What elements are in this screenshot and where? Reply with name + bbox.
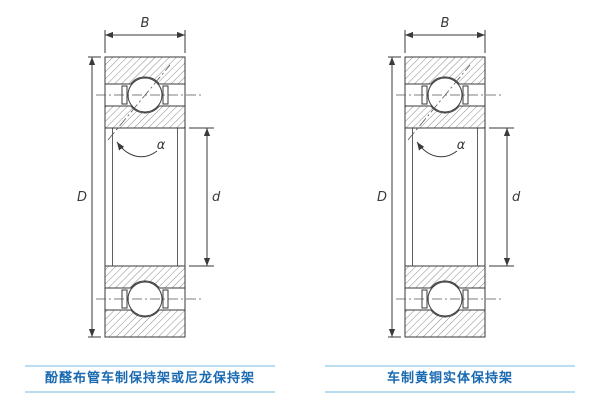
bearing-panel-left: B D d α 酚醛布管车制保持架或尼龙保持架 bbox=[25, 16, 275, 393]
contact-angle-arrow bbox=[416, 141, 458, 158]
inner-ring-top-section bbox=[104, 105, 186, 129]
label-bore-d: d bbox=[212, 190, 221, 205]
inner-ring-bottom-section bbox=[404, 265, 486, 289]
extension-lines-B bbox=[404, 30, 486, 53]
extension-lines-d bbox=[489, 127, 514, 267]
label-bore-d: d bbox=[512, 190, 521, 205]
caption-text: 酚醛布管车制保持架或尼龙保持架 bbox=[44, 371, 255, 386]
bearing-panel-right: B D d α 车制黄铜实体保持架 bbox=[300, 0, 600, 400]
centerlines bbox=[96, 64, 204, 300]
extension-lines-D bbox=[388, 56, 401, 338]
extension-lines-B bbox=[104, 30, 186, 53]
inner-ring-bottom-section bbox=[104, 265, 186, 289]
label-width-B: B bbox=[141, 16, 150, 31]
label-outer-diameter-D: D bbox=[77, 190, 87, 205]
label-contact-angle: α bbox=[457, 138, 466, 153]
outer-ring-bottom-section bbox=[404, 309, 486, 338]
bearing-body bbox=[404, 56, 486, 338]
extension-lines-D bbox=[88, 56, 101, 338]
outer-ring-top-section bbox=[404, 56, 486, 85]
dimension-lines bbox=[88, 30, 214, 338]
caption-block-right: 车制黄铜实体保持架 bbox=[325, 365, 575, 393]
contact-angle-line bbox=[407, 64, 471, 141]
bearing-cross-section-drawing-left: B D d α bbox=[77, 16, 221, 338]
label-width-B: B bbox=[441, 16, 450, 31]
label-outer-diameter-D: D bbox=[377, 190, 387, 205]
outer-ring-top-section bbox=[104, 56, 186, 85]
centerlines bbox=[396, 64, 504, 300]
label-contact-angle: α bbox=[157, 138, 166, 153]
bearing-body bbox=[104, 56, 186, 338]
bore-edges bbox=[112, 128, 178, 266]
bearing-cross-section-drawing-right: B D d α bbox=[377, 16, 521, 338]
extension-lines-d bbox=[189, 127, 214, 267]
caption-text: 车制黄铜实体保持架 bbox=[386, 371, 513, 386]
caption-block-left: 酚醛布管车制保持架或尼龙保持架 bbox=[25, 365, 275, 393]
inner-ring-top-section bbox=[404, 105, 486, 129]
contact-angle-line bbox=[107, 64, 171, 141]
bore-edges bbox=[412, 128, 478, 266]
outer-ring-bottom-section bbox=[104, 309, 186, 338]
contact-angle-arrow bbox=[116, 141, 158, 158]
dimension-lines bbox=[388, 30, 514, 338]
